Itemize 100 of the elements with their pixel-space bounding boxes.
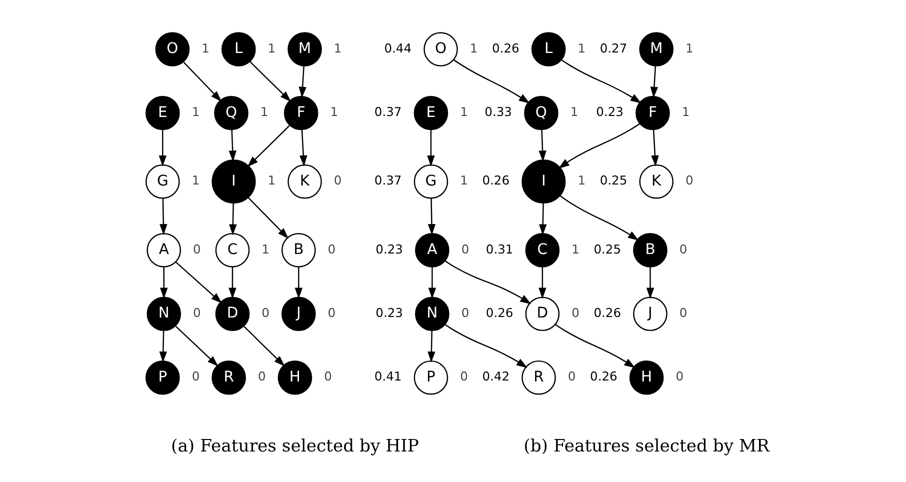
node-label: 0 bbox=[334, 174, 342, 188]
node-label: 0.23 bbox=[596, 105, 624, 120]
arrow bbox=[538, 130, 546, 162]
label: (a) Features selected by HIP bbox=[171, 436, 419, 456]
node-label: 0.37 bbox=[374, 105, 402, 120]
node-label: 1 bbox=[460, 105, 468, 120]
arrow bbox=[228, 266, 236, 299]
node-circle: N bbox=[415, 296, 450, 332]
arrow bbox=[160, 266, 168, 299]
node-label: 0 bbox=[679, 306, 688, 320]
node-circle: N bbox=[146, 296, 182, 332]
node-circle: P bbox=[146, 360, 180, 395]
node-circle: I bbox=[522, 160, 566, 204]
node-circle: O bbox=[424, 32, 458, 66]
node-label: 1 bbox=[572, 242, 580, 256]
node-circle: Q bbox=[524, 96, 558, 130]
node-label: 1 bbox=[260, 105, 268, 120]
arrow bbox=[175, 326, 218, 366]
arrow bbox=[158, 130, 167, 166]
node-label: 0.25 bbox=[594, 242, 621, 256]
arrow bbox=[159, 330, 168, 363]
arrow bbox=[428, 266, 436, 299]
arrow bbox=[228, 130, 236, 162]
arrow bbox=[244, 326, 285, 366]
arrow bbox=[453, 59, 530, 104]
node-circle: K bbox=[639, 164, 674, 199]
node-circle: M bbox=[288, 32, 322, 66]
node-label: 0 bbox=[328, 306, 336, 320]
node-label: 1 bbox=[570, 105, 578, 120]
node-label: 0.41 bbox=[374, 370, 402, 384]
arrow bbox=[651, 130, 659, 166]
node-label: 0 bbox=[461, 242, 470, 256]
arrow bbox=[560, 195, 639, 241]
node-label: 0 bbox=[568, 370, 576, 384]
node-label: 0.44 bbox=[384, 41, 412, 56]
arrow bbox=[247, 125, 290, 168]
node-label: 0 bbox=[679, 242, 688, 256]
node-circle: E bbox=[146, 96, 180, 130]
arrow bbox=[300, 130, 308, 166]
node-label: 0.25 bbox=[600, 174, 628, 188]
node-circle: G bbox=[146, 164, 180, 199]
node-circle: H bbox=[278, 360, 312, 395]
node-label: 0.26 bbox=[482, 174, 510, 188]
arrow bbox=[248, 197, 289, 239]
label: (b) Features selected by MR bbox=[524, 436, 770, 456]
node-label: 0.31 bbox=[486, 242, 514, 256]
node-label: 1 bbox=[330, 105, 338, 120]
node-circle: G bbox=[414, 164, 448, 199]
node-label: 0 bbox=[676, 370, 684, 384]
node-circle: P bbox=[414, 360, 448, 395]
node-label: 0 bbox=[686, 174, 694, 188]
node-label: 1 bbox=[268, 41, 276, 56]
node-label: 0.33 bbox=[484, 105, 512, 120]
node-circle: A bbox=[146, 233, 182, 268]
arrow bbox=[428, 330, 436, 363]
node-circle: L bbox=[221, 32, 256, 66]
node-circle: F bbox=[636, 96, 670, 130]
node-label: 0 bbox=[262, 306, 270, 320]
node-label: 1 bbox=[268, 174, 276, 188]
arrow bbox=[444, 260, 532, 304]
arrow bbox=[646, 266, 654, 299]
node-circle: F bbox=[284, 96, 318, 130]
node-label: 1 bbox=[686, 41, 694, 56]
node-label: 1 bbox=[578, 41, 586, 56]
node-label: 0 bbox=[193, 242, 201, 256]
node-circle: O bbox=[155, 32, 190, 66]
node-label: 0.23 bbox=[376, 242, 403, 256]
node-label: 0.37 bbox=[374, 174, 402, 188]
node-circle: D bbox=[525, 296, 560, 332]
node-circle: C bbox=[525, 233, 560, 268]
node-label: 0.27 bbox=[600, 41, 628, 56]
node-circle: B bbox=[281, 233, 316, 268]
arrow bbox=[298, 66, 306, 98]
node-label: 1 bbox=[682, 105, 690, 120]
node-label: 1 bbox=[192, 105, 200, 120]
node-label: 0 bbox=[328, 242, 336, 256]
arrow bbox=[538, 266, 546, 299]
node-label: 1 bbox=[202, 41, 210, 56]
node-circle: Q bbox=[214, 96, 248, 130]
arrow bbox=[250, 61, 292, 102]
arrow bbox=[444, 324, 528, 368]
arrow bbox=[428, 198, 436, 236]
arrow bbox=[539, 203, 547, 236]
node-label: 0.42 bbox=[482, 370, 510, 384]
node-label: 0 bbox=[192, 370, 200, 384]
node-label: 0.26 bbox=[486, 306, 514, 320]
node-circle: H bbox=[629, 360, 664, 395]
arrow bbox=[427, 130, 435, 166]
node-label: 0.26 bbox=[594, 306, 621, 320]
node-circle: L bbox=[531, 32, 566, 66]
arrow bbox=[175, 262, 222, 304]
node-label: 1 bbox=[470, 41, 478, 56]
node-label: 1 bbox=[578, 174, 586, 188]
node-label: 0 bbox=[572, 306, 580, 320]
node-circle: I bbox=[212, 160, 256, 204]
node-circle: M bbox=[639, 32, 674, 66]
node-circle: A bbox=[415, 233, 450, 268]
node-label: 0 bbox=[324, 370, 332, 384]
arrow bbox=[558, 123, 640, 169]
node-circle: J bbox=[281, 296, 316, 332]
